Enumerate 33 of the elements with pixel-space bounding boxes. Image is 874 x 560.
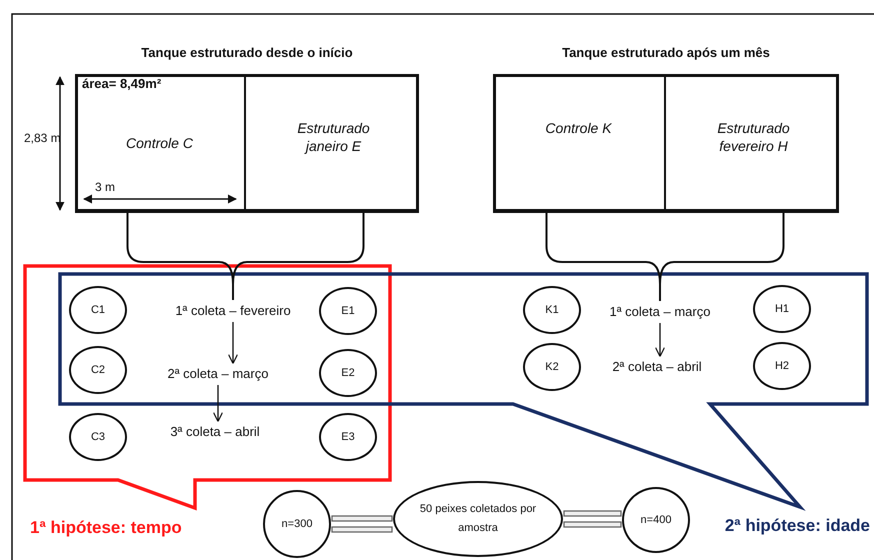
sample-circle: C3 (69, 413, 127, 461)
collection-label: 1ª coleta – março (594, 301, 726, 323)
arrow (212, 385, 224, 422)
sample-circle: E3 (319, 413, 377, 461)
equals-connector (331, 515, 393, 533)
arrow (228, 322, 238, 364)
arrow (654, 323, 666, 358)
collection-label: 2ª coleta – março (145, 363, 291, 385)
brace-connector (232, 211, 364, 300)
equals-connector (563, 510, 622, 528)
section-label: Estruturado janeiro E (296, 119, 371, 155)
section-label: Estruturado fevereiro H (716, 119, 791, 155)
brace-connector (659, 211, 784, 301)
sample-circle: H2 (753, 342, 811, 390)
sample-circle: n=300 (263, 490, 331, 558)
section-label: Controle K (544, 119, 613, 137)
sample-circle: n=400 (622, 487, 690, 553)
section-label: Controle C (125, 134, 194, 152)
area-label: área= 8,49m² (82, 76, 162, 91)
sample-circle: K1 (523, 286, 581, 334)
tank-section (244, 74, 419, 212)
collection-label: 1ª coleta – fevereiro (150, 300, 316, 322)
collection-label: 3ª coleta – abril (145, 421, 285, 443)
tank-heading: Tanque estruturado desde o início (140, 45, 354, 60)
ellipse-node: 50 peixes coletados por amostra (393, 481, 563, 557)
hypothesis-label: 1ª hipótese: tempo (30, 518, 183, 538)
sample-circle: H1 (753, 285, 811, 333)
dimension-label: 3 m (95, 180, 116, 194)
tank-section (664, 74, 839, 212)
sample-circle: K2 (523, 343, 581, 391)
tank-heading: Tanque estruturado após um mês (561, 45, 771, 60)
collection-label: 2ª coleta – abril (594, 356, 720, 378)
hypothesis-label: 2ª hipótese: idade (724, 516, 870, 536)
